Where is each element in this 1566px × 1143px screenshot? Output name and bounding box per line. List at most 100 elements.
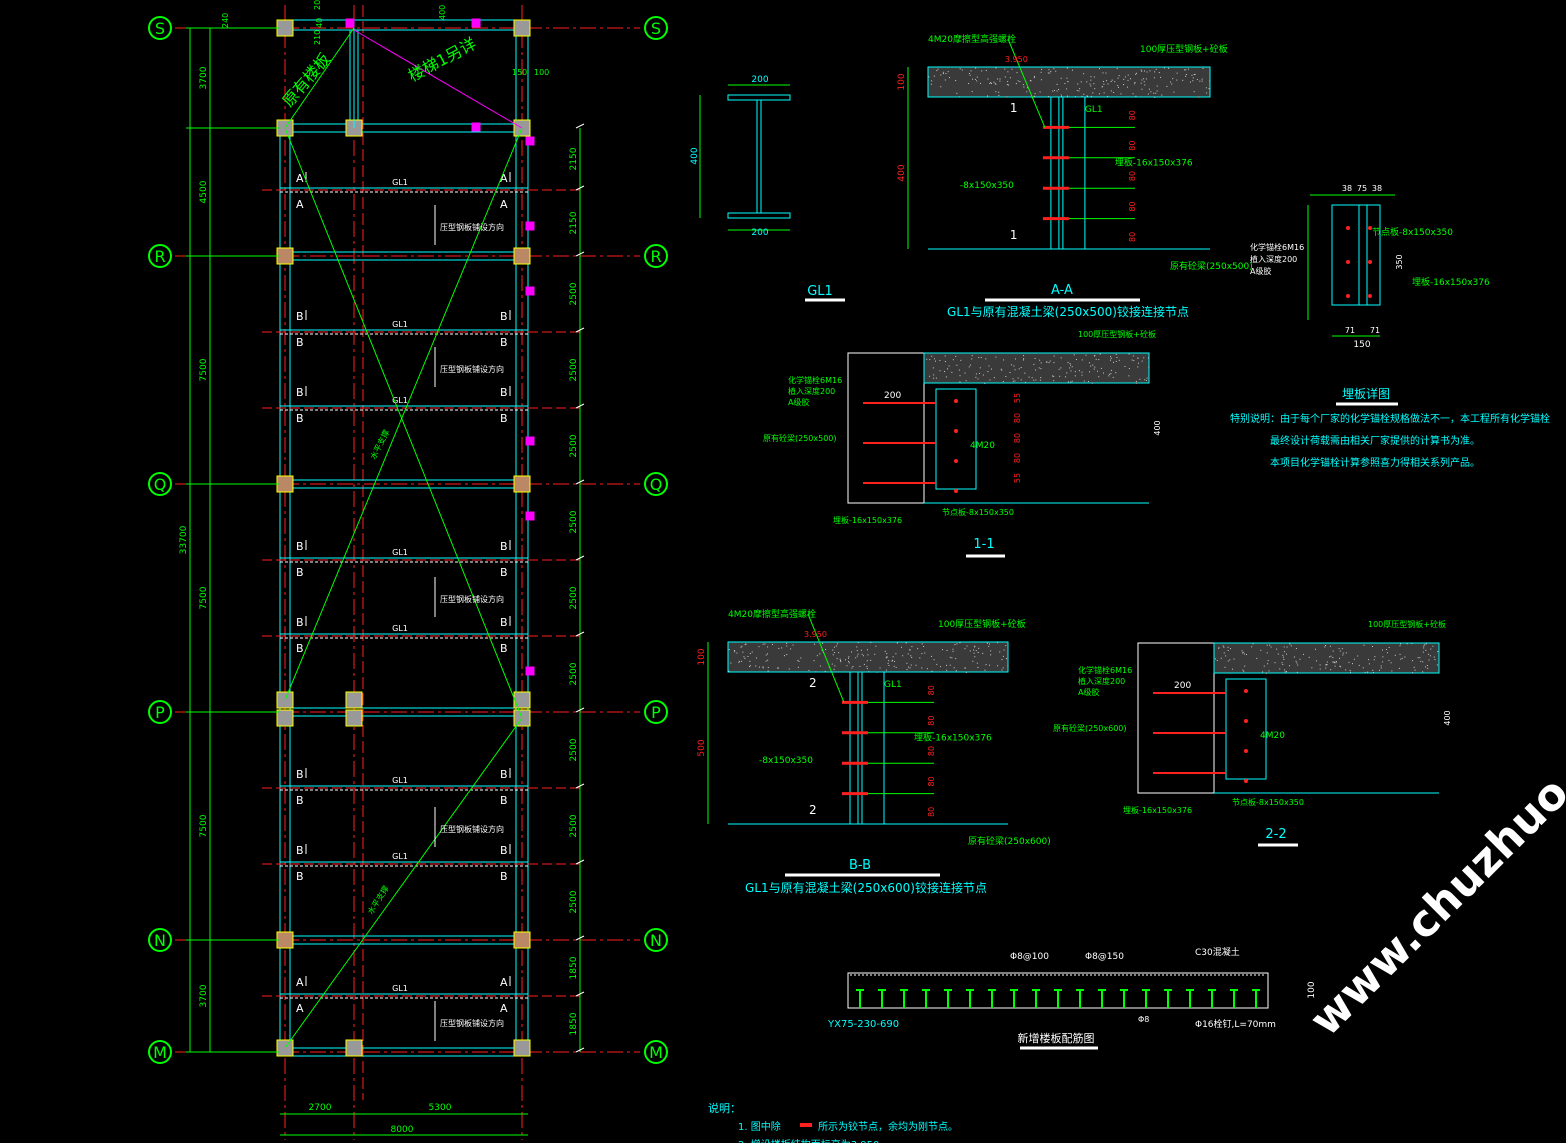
section-mark: B <box>296 642 304 655</box>
slab-hatch <box>1021 379 1022 380</box>
slab-hatch <box>1157 90 1158 91</box>
slab-hatch <box>1125 76 1126 77</box>
slab-hatch <box>1373 672 1374 673</box>
slab-hatch <box>988 646 989 647</box>
slab-hatch <box>897 643 898 644</box>
slab-hatch <box>767 646 768 647</box>
slab-hatch <box>819 653 820 654</box>
slab-hatch <box>1139 379 1140 380</box>
slab-hatch <box>1224 653 1225 654</box>
section-mark: B <box>296 844 304 857</box>
dimension-text: 200 <box>751 75 768 85</box>
slab-hatch <box>989 665 990 666</box>
slab-hatch <box>945 361 946 362</box>
slab-hatch <box>1134 83 1135 84</box>
plate-label: 埋板-16x150x376 <box>1412 276 1490 288</box>
beam-label: 原有砼梁(250x500) <box>1170 260 1253 272</box>
slab-hatch <box>1147 378 1148 379</box>
slab-hatch <box>1016 72 1017 73</box>
slab-hatch <box>1225 667 1226 668</box>
slab-hatch <box>1367 672 1368 673</box>
slab-hatch <box>730 663 731 664</box>
slab-hatch <box>910 667 911 668</box>
elevation-label: 3.950 <box>804 630 827 639</box>
dimension-text: 100 <box>534 68 549 77</box>
bolt-hole <box>954 459 958 463</box>
slab-hatch <box>1094 77 1095 78</box>
slab-hatch <box>1067 68 1068 69</box>
embed-plate <box>936 389 976 489</box>
dimension-text: 4500 <box>199 180 209 203</box>
slab-hatch <box>1350 670 1351 671</box>
anchor-hole <box>1346 294 1350 298</box>
slab-hatch <box>741 647 742 648</box>
slab-hatch <box>1209 81 1210 82</box>
section-mark: B <box>296 386 304 399</box>
slab-hatch <box>1144 71 1145 72</box>
slab-hatch <box>975 79 976 80</box>
slab-hatch <box>946 376 947 377</box>
note-line: 1. 图中除 <box>738 1120 781 1133</box>
slab-hatch <box>970 75 971 76</box>
slab-hatch <box>976 80 977 81</box>
gl1-label: GL1 <box>884 680 902 690</box>
slab-hatch <box>1040 368 1041 369</box>
slab-hatch <box>1419 657 1420 658</box>
dimension-text: 71 <box>1370 326 1380 335</box>
column <box>346 1040 362 1056</box>
deck-direction-label: 压型钢板铺设方向 <box>440 1018 504 1028</box>
slab-hatch <box>1425 650 1426 651</box>
slab-hatch <box>1185 76 1186 77</box>
slab-hatch <box>1128 80 1129 81</box>
slab-hatch <box>1256 658 1257 659</box>
slab-hatch <box>766 661 767 662</box>
slab-hatch <box>971 358 972 359</box>
slab-hatch <box>748 656 749 657</box>
slab-hatch <box>1104 92 1105 93</box>
slab-hatch <box>981 357 982 358</box>
slab-hatch <box>1352 663 1353 664</box>
slab-hatch <box>1197 79 1198 80</box>
dimension-text: 80 <box>1128 201 1137 211</box>
slab-hatch <box>1186 74 1187 75</box>
slab-hatch <box>1067 96 1068 97</box>
dimension-text: 150 <box>512 68 527 77</box>
dimension-text: 7500 <box>199 586 209 609</box>
slab-hatch <box>837 643 838 644</box>
axis-label-P: P <box>155 703 165 722</box>
slab-hatch <box>969 366 970 367</box>
slab-hatch <box>921 667 922 668</box>
slab-hatch <box>768 667 769 668</box>
slab-hatch <box>870 642 871 643</box>
slab-hatch <box>973 650 974 651</box>
slab-hatch <box>1116 361 1117 362</box>
stiffener <box>1063 97 1085 249</box>
dimension-text: 2500 <box>569 662 579 685</box>
slab-hatch <box>975 377 976 378</box>
dimension-text: 2500 <box>569 890 579 913</box>
dimension-text: 3700 <box>199 66 209 89</box>
dimension-text: 71 <box>1345 326 1355 335</box>
slab-hatch <box>1048 73 1049 74</box>
section-mark: A <box>296 976 304 989</box>
slab-hatch <box>1297 672 1298 673</box>
slab-hatch <box>1129 368 1130 369</box>
section-title: A-A <box>1051 283 1073 298</box>
plate-label: 节点板-8x150x350 <box>942 507 1014 517</box>
slab-hatch <box>945 355 946 356</box>
slab-hatch <box>1092 383 1093 384</box>
existing-beam <box>848 353 924 503</box>
slab-hatch <box>960 68 961 69</box>
slab-hatch <box>1168 68 1169 69</box>
slab-hatch <box>1023 84 1024 85</box>
section-mark: B <box>500 844 508 857</box>
grade-label: A级胶 <box>1250 266 1271 276</box>
slab-hatch <box>990 654 991 655</box>
dimension-text: 400 <box>1443 710 1452 725</box>
slab-hatch <box>1081 372 1082 373</box>
slab-hatch <box>1190 82 1191 83</box>
section-mark: A <box>296 198 304 211</box>
slab-hatch <box>1215 658 1216 659</box>
slab-hatch <box>1127 87 1128 88</box>
anchor-label: 化学锚栓6M16 <box>788 375 842 385</box>
